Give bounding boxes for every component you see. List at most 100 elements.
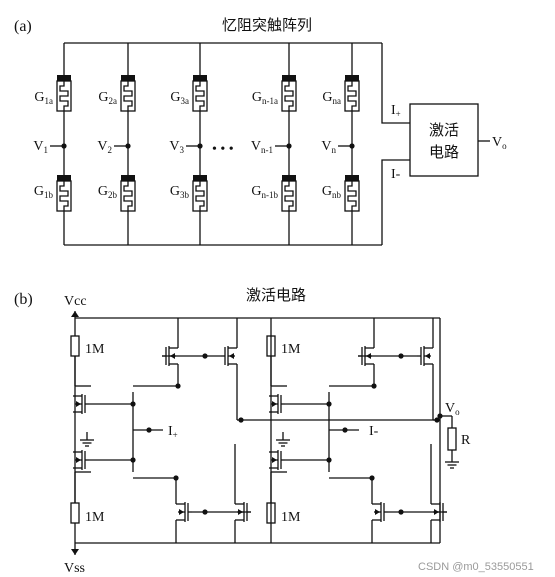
vo-output-label: Vo	[445, 401, 460, 417]
panel-a-title: 忆阻突触阵列	[222, 16, 312, 34]
load-r-label: R	[461, 433, 471, 448]
input-node	[286, 143, 292, 149]
stage-1-nmos-diode-node	[173, 475, 179, 481]
stage-2-input-current-node	[342, 427, 348, 433]
panel-b-tag: (b)	[14, 291, 33, 308]
voltage-label-3: V3	[169, 139, 184, 155]
memristor-top-4	[281, 75, 297, 112]
memristor-polarity-band	[345, 75, 359, 81]
top-conductance-labels: G1a G2a G3a Gn-1a Gna	[34, 90, 341, 106]
stage-1-input-transistor-lower	[73, 450, 89, 470]
memristor-meander	[347, 181, 357, 211]
stage-2-pmos-diode-node	[371, 383, 377, 389]
conductance-label-top-3: G3a	[170, 90, 189, 106]
resistor-1m-label-3: 1M	[281, 342, 301, 357]
stage-1-input-transistor-upper	[73, 394, 89, 414]
voltage-label-2: V2	[97, 139, 112, 155]
conductance-label-top-4: Gn-1a	[252, 90, 278, 106]
conductance-label-top-2: G2a	[98, 90, 117, 106]
activation-stages	[70, 318, 447, 543]
memristor-bottom-1	[56, 175, 72, 212]
memristor-polarity-band	[121, 175, 135, 181]
conductance-label-bottom-2: G2b	[98, 184, 118, 200]
iplus-label: I+	[391, 103, 401, 119]
conductance-label-top-5: Gna	[322, 90, 341, 106]
memristor-polarity-band	[193, 75, 207, 81]
memristor-meander	[59, 81, 69, 111]
conductance-label-bottom-3: G3b	[170, 184, 190, 200]
memristor-meander	[59, 181, 69, 211]
resistor-1m-label-1: 1M	[85, 342, 105, 357]
memristor-meander	[123, 81, 133, 111]
stage-1-resistor-1m-lower	[70, 502, 80, 524]
iplus-input-label: I+	[168, 424, 178, 440]
memristor-bottom-5	[344, 175, 360, 212]
memristor-polarity-band	[193, 175, 207, 181]
block-label-line1: 激活	[429, 121, 459, 139]
panel-b-title: 激活电路	[246, 286, 306, 304]
memristor-polarity-band	[121, 75, 135, 81]
voltage-label-5: Vn	[321, 139, 336, 155]
input-voltage-labels: V1 V2 V3 Vn-1 Vn	[33, 139, 336, 155]
memristor-meander	[123, 181, 133, 211]
stage-2-mirror-nmos-left	[372, 502, 388, 522]
block-label-line2: 电路	[429, 143, 459, 161]
conductance-label-bottom-5: Gnb	[322, 184, 342, 200]
memristor-meander	[284, 81, 294, 111]
stage-2-input-ground	[276, 432, 290, 447]
memristor-bottom-2	[120, 175, 136, 212]
memristor-meander	[195, 81, 205, 111]
stage-2-input-transistor-upper	[269, 394, 285, 414]
stage-1-resistor-1m-upper	[70, 335, 80, 357]
stage-1-pmos-diode-node	[175, 383, 181, 389]
stage-1-input-current-node	[146, 427, 152, 433]
panel-a-tag: (a)	[14, 18, 32, 35]
output-node	[437, 413, 443, 419]
memristor-meander	[347, 81, 357, 111]
stage-1-pmos-gate-node	[202, 353, 208, 359]
memristor-top-3	[192, 75, 208, 112]
vss-arrow	[71, 549, 79, 555]
input-node	[61, 143, 67, 149]
ellipsis: • • •	[212, 142, 234, 157]
stage-1-mirror-pmos-right	[221, 346, 237, 366]
memristor-bottom-4	[281, 175, 297, 212]
memristor-polarity-band	[345, 175, 359, 181]
iplus-wire	[381, 43, 410, 124]
stage-2-mirror-pmos-right	[417, 346, 433, 366]
resistor-1m-label-2: 1M	[85, 510, 105, 525]
voltage-label-1: V1	[33, 139, 48, 155]
memristor-top-2	[120, 75, 136, 112]
stage-2-pmos-gate-node	[398, 353, 404, 359]
memristor-polarity-band	[57, 175, 71, 181]
voltage-label-4: Vn-1	[251, 139, 273, 155]
memristor-polarity-band	[282, 75, 296, 81]
memristor-polarity-band	[282, 175, 296, 181]
iminus-label: I-	[391, 167, 401, 182]
memristor-meander	[284, 181, 294, 211]
watermark: CSDN @m0_53550551	[418, 561, 534, 573]
conductance-label-top-1: G1a	[34, 90, 53, 106]
conductance-label-bottom-4: Gn-1b	[251, 184, 278, 200]
stage-1-nmos-gate-node	[202, 509, 208, 515]
iminus-wire	[381, 159, 410, 245]
resistor-1m-label-4: 1M	[281, 510, 301, 525]
stage-2-nmos-gate-node	[398, 509, 404, 515]
stage-1-input-ground	[80, 432, 94, 447]
memristor-bottom-3	[192, 175, 208, 212]
vcc-label: Vcc	[64, 294, 87, 309]
activation-block	[409, 103, 479, 177]
iminus-input-label: I-	[369, 424, 379, 439]
vss-label: Vss	[64, 561, 85, 576]
load-resistor	[447, 427, 457, 451]
panel-b: (b) 激活电路 Vcc Vss 1M 1M 1M 1M I+ I- Vo R	[14, 286, 471, 576]
memristor-top-1	[56, 75, 72, 112]
memristor-top-5	[344, 75, 360, 112]
input-node	[349, 143, 355, 149]
stage-1-mirror-nmos-left	[176, 502, 192, 522]
stage-2-nmos-diode-node	[369, 475, 375, 481]
memristor-columns	[50, 43, 360, 245]
